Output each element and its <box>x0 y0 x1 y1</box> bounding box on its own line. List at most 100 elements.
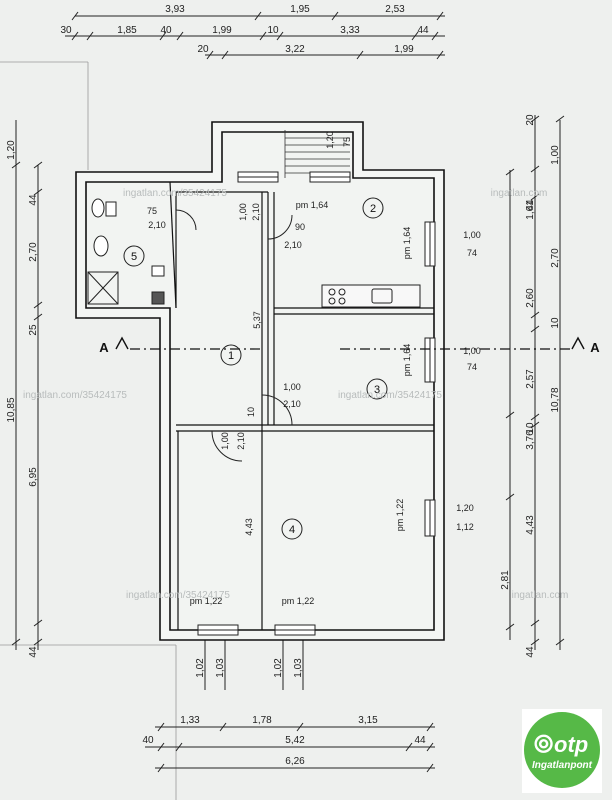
interior-dimension-label: 2,10 <box>283 399 301 409</box>
text-layer: 3,93 1,95 2,53 30 1,85 40 1,99 10 3,33 44 20 3,22 1,… <box>6 4 600 767</box>
interior-walls <box>169 181 434 630</box>
dimension-label-right: 2,70 <box>550 248 561 268</box>
dimension-label-right: 2,60 <box>525 288 536 308</box>
interior-dimension-label: 10 <box>246 407 256 417</box>
dimension-label-bottom: 6,26 <box>285 756 305 767</box>
dimension-label-top: 3,33 <box>340 25 360 36</box>
room-number-2: 2 <box>370 203 376 215</box>
dimension-label-top: 30 <box>60 25 72 36</box>
dimension-label-right: 10,78 <box>550 387 561 412</box>
logo-brand: otp <box>554 732 589 757</box>
room-number-3: 3 <box>374 384 380 396</box>
section-mark-right: A <box>590 340 600 355</box>
dimension-label-window-heights: 1,03 <box>293 658 304 678</box>
dimension-label-right: 3,76 <box>525 430 536 450</box>
dimension-label-right: 4,43 <box>525 515 536 535</box>
watermark: ingatlan.com/35424175 <box>126 590 230 601</box>
room-markers <box>123 197 388 540</box>
dimension-label-bottom: 1,78 <box>252 715 272 726</box>
interior-dimension-label: pm 1,22 <box>190 596 223 606</box>
dimension-label-right: 1,00 <box>550 145 561 165</box>
watermark: ingatlan.com/35424175 <box>338 390 442 401</box>
dimension-label-top: 10 <box>267 25 279 36</box>
dimension-label-left: 10,85 <box>6 397 17 422</box>
interior-dimension-label: 1,00 <box>463 230 481 240</box>
room-number-1: 1 <box>228 350 234 362</box>
otp-mark-icon: ⦾ <box>534 730 554 758</box>
interior-dimension-label: 5,37 <box>252 311 262 329</box>
dimension-label-right: 44 <box>525 199 536 211</box>
interior-dimension-label: 4,43 <box>244 518 254 536</box>
top-dimension-lines <box>65 11 445 60</box>
interior-dimension-label: 1,20 <box>456 503 474 513</box>
dimension-label-right: 10 <box>550 317 561 329</box>
dimension-label-window-heights: 1,02 <box>195 658 206 678</box>
interior-dimension-label: 2,10 <box>236 432 246 450</box>
interior-dimension-label: pm 1,22 <box>395 499 405 532</box>
dimension-label-right: 2,57 <box>525 369 536 389</box>
kitchen-counter <box>321 284 421 308</box>
dimension-label-bottom: 3,15 <box>358 715 378 726</box>
interior-dimension-label: 1,00 <box>220 432 230 450</box>
bottom-dimension-lines <box>145 722 435 773</box>
interior-dimension-label: 1,20 <box>325 131 335 149</box>
dimension-label-top: 1,85 <box>117 25 137 36</box>
dimension-label-left: 2,70 <box>28 242 39 262</box>
doors <box>175 209 293 462</box>
interior-dimension-label: pm 1,64 <box>296 200 329 210</box>
dimension-label-top: 3,93 <box>165 4 185 15</box>
interior-dimension-label: 2,10 <box>148 220 166 230</box>
dimension-label-top: 3,22 <box>285 44 305 55</box>
dimension-label-bottom: 44 <box>414 735 426 746</box>
interior-dimension-label: 90 <box>295 222 305 232</box>
interior-dimension-label: 2,10 <box>284 240 302 250</box>
interior-dimension-label: pm 1,22 <box>282 596 315 606</box>
section-mark-left: A <box>99 340 109 355</box>
dimension-label-top: 1,99 <box>212 25 232 36</box>
interior-dimension-label: 74 <box>467 362 477 372</box>
dimension-label-top: 44 <box>417 25 429 36</box>
dimension-label-left: 44 <box>28 646 39 658</box>
room-number-5: 5 <box>131 251 137 263</box>
interior-dimension-label: pm 1,64 <box>402 344 412 377</box>
right-dimension-lines <box>505 115 565 650</box>
watermark: ingatlan.com <box>491 188 548 199</box>
dimension-label-right: 44 <box>525 646 536 658</box>
section-arrows <box>115 336 585 350</box>
watermark: ingatlan.com/35424175 <box>23 390 127 401</box>
dimension-label-right: 20 <box>525 114 536 126</box>
logo-circle: ⦾ otp Ingatlanpont <box>524 712 600 788</box>
room-number-4: 4 <box>289 524 295 536</box>
left-dimension-lines <box>11 120 43 650</box>
interior-dimension-label: 1,00 <box>463 346 481 356</box>
dimension-label-bottom: 5,42 <box>285 735 305 746</box>
interior-dimension-label: 1,12 <box>456 522 474 532</box>
interior-dimension-label: 2,10 <box>251 203 261 221</box>
interior-dimension-label: pm 1,64 <box>402 227 412 260</box>
dimension-label-right: 2,81 <box>500 570 511 590</box>
walls <box>75 121 445 641</box>
windows <box>197 171 436 636</box>
dimension-label-left: 44 <box>28 194 39 206</box>
dimension-label-bottom: 1,33 <box>180 715 200 726</box>
window-height-lines <box>204 640 304 690</box>
logo-subtitle: Ingatlanpont <box>532 760 592 771</box>
dimension-label-right: 10 <box>525 422 536 434</box>
otp-ingatlanpont-logo: ⦾ otp Ingatlanpont <box>522 709 602 793</box>
site-boundary <box>0 61 177 800</box>
interior-dimension-label: 74 <box>467 248 477 258</box>
interior-dimension-label: 1,00 <box>238 203 248 221</box>
dimension-label-top: 20 <box>197 44 209 55</box>
dimension-label-bottom: 40 <box>142 735 154 746</box>
bathroom-fixtures <box>87 198 165 305</box>
dimension-label-top: 1,95 <box>290 4 310 15</box>
interior-dimension-label: 1,00 <box>283 382 301 392</box>
dimension-label-left: 25 <box>28 324 39 336</box>
dimension-label-right: 1,61 <box>525 200 536 220</box>
dimension-label-window-heights: 1,02 <box>273 658 284 678</box>
interior-dimension-label: 75 <box>147 206 157 216</box>
dimension-label-top: 2,53 <box>385 4 405 15</box>
dimension-label-top: 1,99 <box>394 44 414 55</box>
dimension-label-top: 40 <box>160 25 172 36</box>
